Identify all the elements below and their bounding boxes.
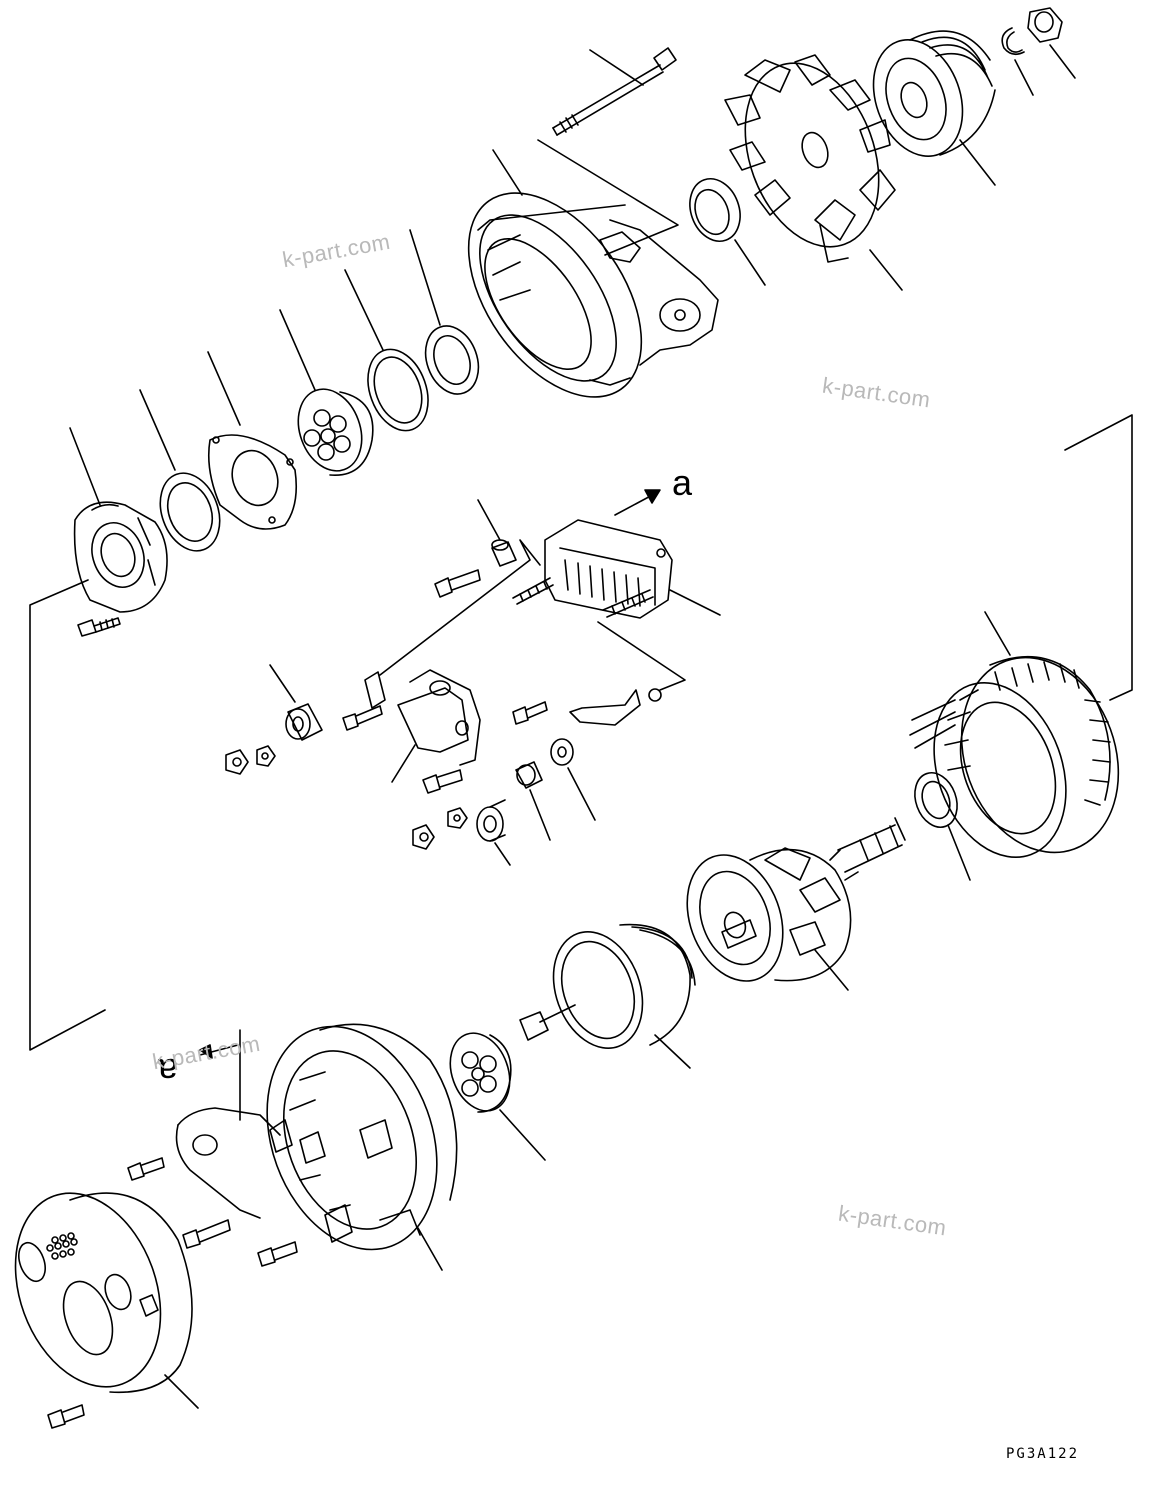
bushing-1 xyxy=(286,704,322,740)
nut-1 xyxy=(226,750,248,774)
leader-regulator-link xyxy=(380,540,540,675)
callout-stator xyxy=(985,612,1010,655)
rear-cover xyxy=(0,1173,192,1407)
callout-bearing-rear xyxy=(948,825,970,880)
callout-regulator xyxy=(670,590,720,615)
drawing-code: PG3A122 xyxy=(1006,1446,1080,1462)
screw-retainer xyxy=(78,618,120,636)
view-marker-a-top: a xyxy=(672,462,693,503)
callout-bushing-2 xyxy=(495,843,510,865)
front-housing-bottom xyxy=(177,1003,467,1274)
callout-bushing-1 xyxy=(270,665,295,702)
connector-plate xyxy=(570,690,640,725)
thin-washer xyxy=(357,341,438,439)
washer-nut-1 xyxy=(257,746,275,766)
bushing-2 xyxy=(477,800,505,841)
washer-3 xyxy=(551,739,573,765)
leader-stator-frame xyxy=(1065,415,1132,700)
screw-regulator-2 xyxy=(513,578,553,604)
small-nut-right xyxy=(649,689,661,701)
through-bolt xyxy=(553,48,676,135)
screw-housing-1 xyxy=(128,1158,164,1180)
callout-rear-cover xyxy=(165,1375,198,1408)
bearing-rear xyxy=(908,767,965,833)
callout-oil-seal xyxy=(140,390,175,470)
screw-cover xyxy=(48,1405,84,1428)
callout-spacer-sleeve xyxy=(478,500,500,540)
screw-housing-3 xyxy=(258,1242,297,1266)
pulley-nut xyxy=(1028,8,1062,42)
callout-gasket-plate xyxy=(208,352,240,425)
callout-rear-bracket xyxy=(493,140,678,255)
slip-ring-housing xyxy=(520,919,695,1060)
oil-seal xyxy=(150,465,230,559)
callout-ball-bearing xyxy=(280,310,315,390)
snap-ring xyxy=(1002,28,1024,54)
ball-bearing-front xyxy=(287,380,372,479)
fan-front xyxy=(440,1025,520,1119)
stator xyxy=(910,635,1145,875)
callout-bushing-3 xyxy=(530,790,550,840)
callout-washer-3 xyxy=(568,768,595,820)
leader-regulator-screws xyxy=(598,622,685,690)
callout-through-bolt xyxy=(590,50,643,85)
washer-nut-2 xyxy=(448,808,467,828)
callout-bearing-top xyxy=(735,240,765,285)
callout-retainer-plate xyxy=(70,428,100,505)
callout-snap-ring xyxy=(1015,60,1033,95)
bearing-retainer-seal xyxy=(417,319,488,402)
bearing-retainer-plate xyxy=(75,502,167,612)
screw-brush-1 xyxy=(343,706,382,730)
cooling-fan xyxy=(721,45,903,266)
callout-fan xyxy=(870,250,902,290)
callout-front-housing xyxy=(418,1228,442,1270)
nut-2 xyxy=(413,825,434,849)
rear-bracket-top xyxy=(433,162,718,428)
callout-pulley-nut xyxy=(1050,45,1075,78)
callout-slip-ring xyxy=(655,1035,690,1068)
screw-regulator-1 xyxy=(435,570,480,597)
pulley xyxy=(858,27,995,168)
bushing-3 xyxy=(516,762,542,788)
brush-holder xyxy=(365,670,480,765)
rotor xyxy=(670,818,905,994)
callout-thin-washer xyxy=(345,270,383,350)
arrow-a-top xyxy=(615,490,660,515)
screw-housing-2 xyxy=(183,1220,230,1248)
screw-regulator-3 xyxy=(603,590,653,617)
callout-brush-holder xyxy=(392,745,415,782)
screw-brush-3 xyxy=(423,770,462,793)
callout-pulley xyxy=(960,140,995,185)
leader-frame-left xyxy=(30,580,105,1050)
screw-brush-2 xyxy=(513,702,547,724)
callout-seal-1 xyxy=(410,230,440,325)
bearing-top xyxy=(682,172,749,249)
gasket-plate xyxy=(209,435,297,529)
spacer-sleeve xyxy=(492,540,516,566)
callout-fan-front xyxy=(500,1110,545,1160)
callout-rotor xyxy=(815,950,848,990)
regulator xyxy=(545,520,672,618)
arrow-a-bottom xyxy=(200,1045,238,1058)
